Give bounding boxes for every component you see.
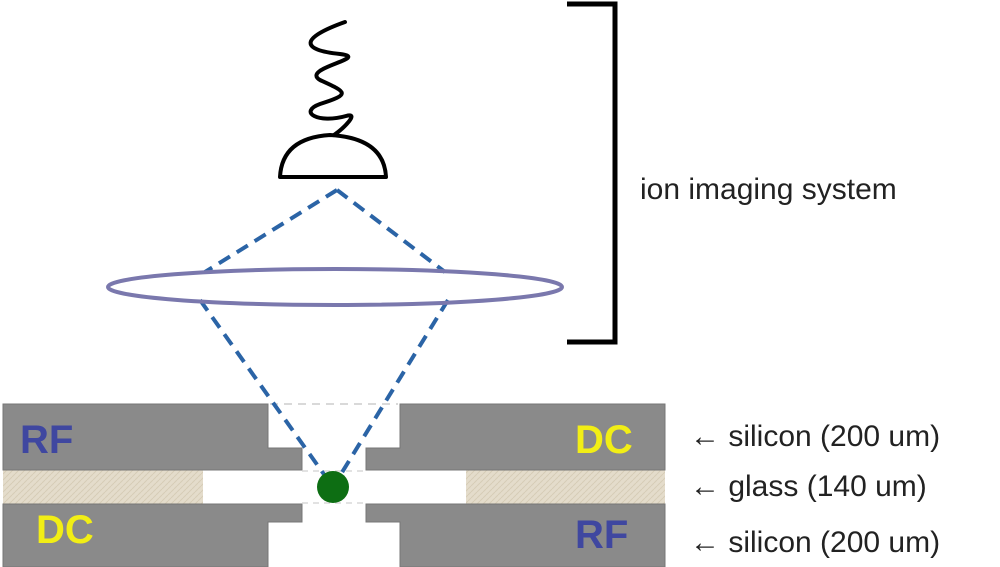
imaging-system-label: ion imaging system	[640, 173, 897, 206]
imaging-lens	[106, 267, 564, 307]
detector-dome	[278, 133, 388, 179]
beam-line-lower-left	[198, 298, 335, 489]
electrode-label-bottom-left: DC	[36, 508, 94, 552]
trapped-ion	[317, 471, 349, 503]
electrode-label-bottom-right: RF	[575, 513, 628, 557]
detector-signal-wire	[308, 20, 354, 137]
imaging-system-bracket	[567, 1, 618, 345]
beam-line-lower-right	[331, 298, 450, 489]
layer-label-glass: ← glass (140 um)	[690, 470, 927, 503]
layer-label-bottom-silicon: ← silicon (200 um)	[690, 526, 940, 559]
beam-line-upper-left	[203, 188, 339, 274]
bottom-silicon-right	[365, 503, 666, 567]
detector-icon	[278, 20, 388, 179]
light-cone	[198, 188, 450, 489]
electrode-label-top-right: DC	[575, 418, 633, 462]
glass-layer-left	[3, 470, 203, 504]
electrode-label-top-left: RF	[20, 418, 73, 462]
glass-layer-right	[466, 470, 665, 504]
trap-chip: RF DC DC RF	[2, 403, 666, 567]
top-silicon-right	[365, 403, 666, 471]
top-silicon-left	[2, 403, 303, 471]
beam-line-upper-right	[335, 188, 447, 274]
bottom-silicon-left	[2, 503, 303, 567]
layer-label-top-silicon: ← silicon (200 um)	[690, 420, 940, 453]
